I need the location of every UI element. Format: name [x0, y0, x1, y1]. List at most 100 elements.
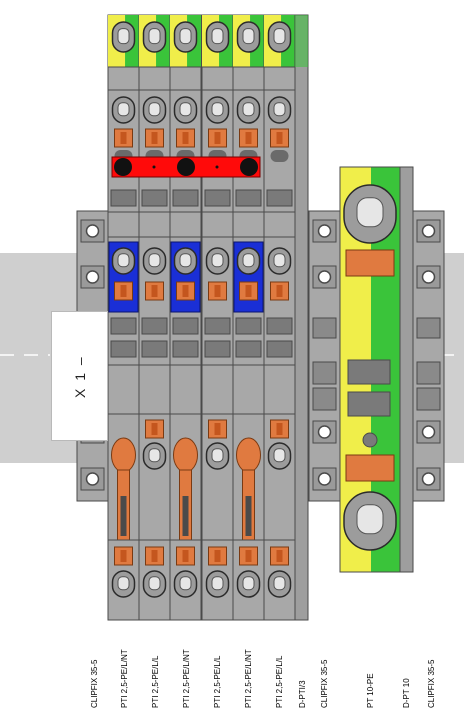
terminal-1-upper-opening-slot — [117, 102, 130, 117]
jumper-screw-1 — [114, 158, 132, 176]
terminal-5-slot-b — [235, 340, 262, 358]
terminal-3-disconnect-blade — [182, 496, 189, 536]
terminal-6-middle-opening-slot — [273, 253, 286, 268]
terminal-2-lower-opening-slot — [148, 448, 161, 463]
terminal-4-pe-opening-slot — [211, 28, 224, 45]
clipfix-middle-body — [308, 210, 341, 502]
clipfix-middle-upper-screw — [317, 270, 332, 284]
terminal-2-slot-b — [141, 340, 168, 358]
terminal-4-bottom-lever-core — [214, 550, 221, 562]
terminal-6 — [263, 14, 296, 621]
terminal-1 — [107, 14, 140, 621]
terminal-3 — [169, 14, 202, 621]
terminal-5-upper-lever-core — [245, 132, 252, 144]
terminal-2-pe-opening-slot — [148, 28, 161, 45]
terminal-6-upper-lever-core — [276, 132, 283, 144]
terminal-1-bridge-slot-lower — [110, 189, 137, 207]
terminal-3-upper-opening-slot — [179, 102, 192, 117]
terminal-3-bridge-slot-lower — [172, 189, 199, 207]
terminal-5-bridge-slot-lower — [235, 189, 262, 207]
pt10-pe-terminal — [339, 166, 401, 573]
jumper-screw-3 — [240, 158, 258, 176]
terminal-6-slot-a — [266, 317, 293, 335]
pt10-lower-opening-slot — [356, 504, 384, 535]
terminal-2-middle-lever-core — [151, 285, 158, 297]
terminal-3-bottom-opening-slot — [179, 576, 192, 591]
terminal-4-lower-opening-slot — [211, 448, 224, 463]
terminal-2-bottom-lever-core — [151, 550, 158, 562]
clipfix-left-top-screw — [85, 224, 100, 238]
terminal-1-middle-opening-slot — [117, 253, 130, 268]
terminal-6-lower-opening-slot — [273, 448, 286, 463]
terminal-5-bottom-lever-core — [245, 550, 252, 562]
terminal-3-slot-b — [172, 340, 199, 358]
terminal-4-upper-lever-core — [214, 132, 221, 144]
clipfix-middle-slot-b — [312, 387, 337, 411]
terminal-6-pe-opening-slot — [273, 28, 286, 45]
pt10-upper-opening-slot — [356, 197, 384, 228]
terminal-1-slot-b — [110, 340, 137, 358]
terminal-1-upper-lever-core — [120, 132, 127, 144]
clipfix-right-bottom-screw — [421, 472, 436, 486]
terminal-6-slot-b — [266, 340, 293, 358]
clipfix-middle-top-screw — [317, 224, 332, 238]
clipfix-right-body — [412, 210, 445, 502]
terminal-6-bottom-lever-core — [276, 550, 283, 562]
jumper-dot-1 — [152, 165, 156, 169]
terminal-4-bottom-opening-slot — [211, 576, 224, 591]
clipfix-left-bottom-screw — [85, 472, 100, 486]
terminal-1-middle-lever-core — [120, 285, 127, 297]
pt10-upper-lever — [345, 249, 395, 277]
terminal-2-middle-opening-slot — [148, 253, 161, 268]
clipfix-right-upper-screw — [421, 270, 436, 284]
clipfix-right-top-screw — [421, 224, 436, 238]
clipfix-right-lower-screw — [421, 425, 436, 439]
terminal-4-middle-lever-core — [214, 285, 221, 297]
terminal-1-pe-opening-slot — [117, 28, 130, 45]
terminal-5-bottom-opening-slot — [242, 576, 255, 591]
terminal-2-upper-lever-core — [151, 132, 158, 144]
terminal-6-middle-lever-core — [276, 285, 283, 297]
terminal-1-bottom-lever-core — [120, 550, 127, 562]
terminal-5-middle-opening-slot — [242, 253, 255, 268]
terminal-5-disconnect-blade — [245, 496, 252, 536]
terminal-5-upper-opening-slot — [242, 102, 255, 117]
clipfix-middle-bottom-screw — [317, 472, 332, 486]
terminal-4-slot-b — [204, 340, 231, 358]
pt10-window-a — [347, 359, 391, 385]
terminal-5-middle-lever-core — [245, 285, 252, 297]
terminal-1-disconnect-blade — [120, 496, 127, 536]
terminal-4-upper-opening-slot — [211, 102, 224, 117]
terminal-1-slot-a — [110, 317, 137, 335]
terminal-6-test-socket — [270, 150, 289, 162]
terminal-4-middle-opening-slot — [211, 253, 224, 268]
group-marker: X 1 – — [51, 311, 108, 441]
end-cover-large — [399, 166, 414, 573]
terminal-3-upper-lever-core — [182, 132, 189, 144]
terminal-1-disconnect-knob — [111, 437, 136, 473]
terminal-1-bottom-opening-slot — [117, 576, 130, 591]
end-cover-small — [294, 14, 309, 621]
terminal-4-slot-a — [204, 317, 231, 335]
terminal-5-pe-opening-slot — [242, 28, 255, 45]
clipfix-middle-slot-a — [312, 361, 337, 385]
terminal-4-lower-lever-top-core — [214, 423, 221, 435]
clipfix-middle-lower-screw — [317, 425, 332, 439]
terminal-3-middle-lever-core — [182, 285, 189, 297]
terminal-6-upper-opening-slot — [273, 102, 286, 117]
jumper-dot-2 — [215, 165, 219, 169]
terminal-2-bridge-slot-lower — [141, 189, 168, 207]
terminal-5-slot-a — [235, 317, 262, 335]
terminal-2-slot-a — [141, 317, 168, 335]
clipfix-right-slot-b — [416, 387, 441, 411]
clipfix-right — [412, 210, 445, 502]
terminal-4 — [201, 14, 234, 621]
terminal-3-pe-opening-slot — [179, 28, 192, 45]
terminal-3-bottom-lever-core — [182, 550, 189, 562]
clipfix-right-slot-a — [416, 361, 441, 385]
terminal-4-bridge-slot-lower — [204, 189, 231, 207]
jumper-screw-2 — [177, 158, 195, 176]
clipfix-middle — [308, 210, 341, 502]
terminal-2 — [138, 14, 171, 621]
